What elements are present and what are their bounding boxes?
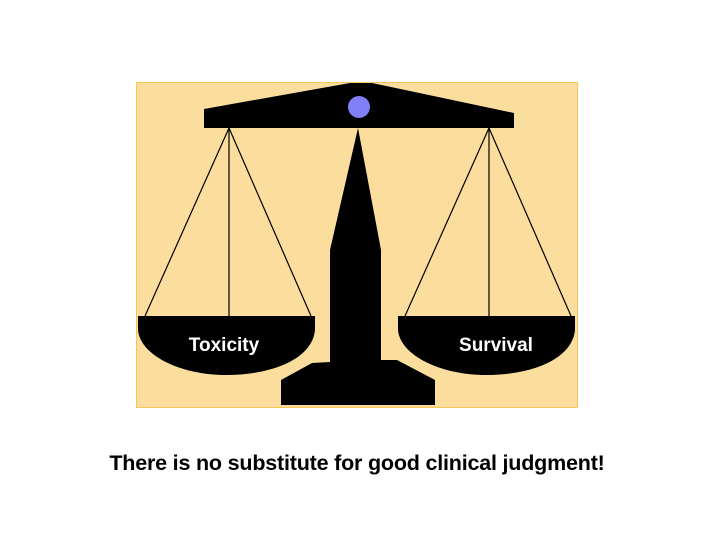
right-pan: [398, 316, 575, 375]
scale-pillar: [281, 128, 435, 405]
left-pan: [138, 316, 315, 375]
caption-text: There is no substitute for good clinical…: [109, 451, 605, 475]
pivot-circle: [348, 96, 370, 118]
left-pan-label: Toxicity: [189, 335, 260, 356]
right-pan-strings: [404, 127, 572, 317]
left-pan-strings: [144, 127, 312, 317]
balance-scale-diagram: Toxicity Survival: [136, 82, 578, 408]
right-pan-label: Survival: [459, 335, 533, 356]
